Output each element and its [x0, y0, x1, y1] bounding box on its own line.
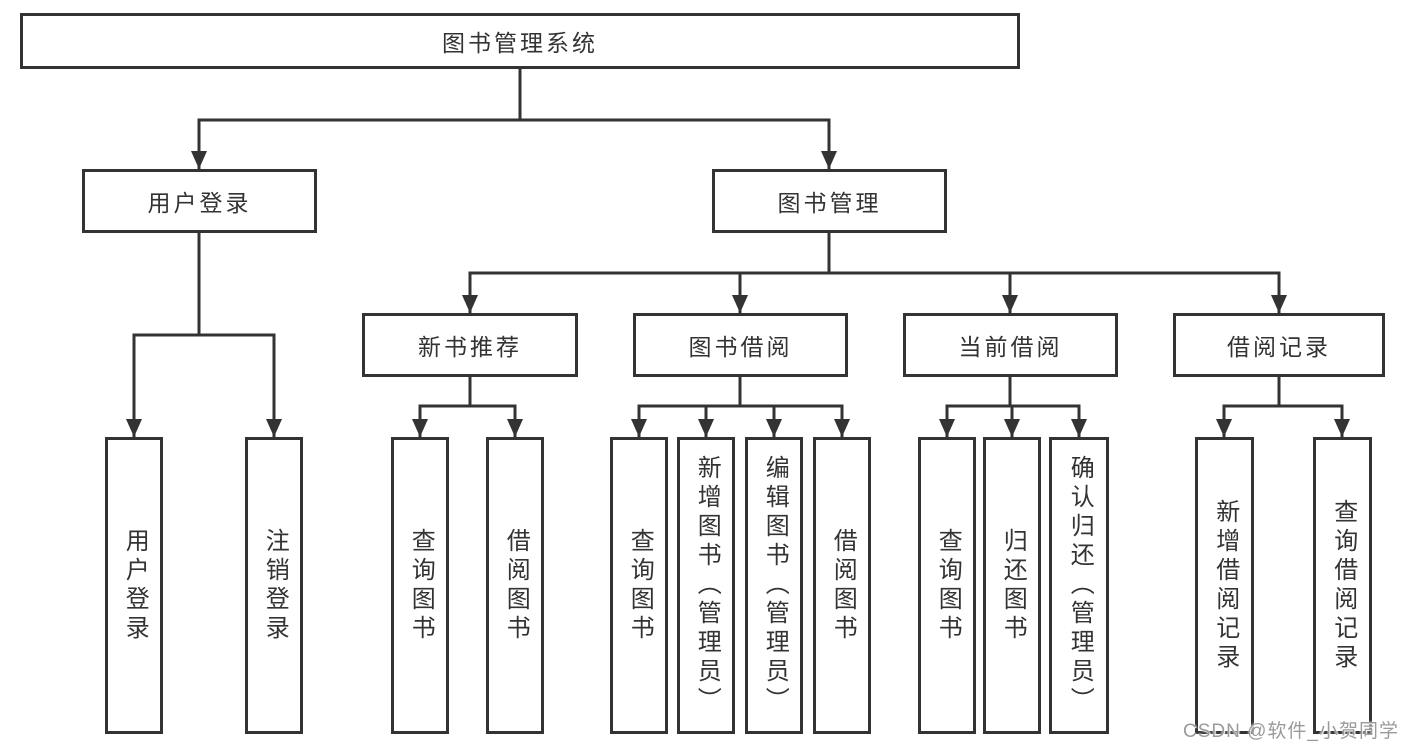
- node-borrow-records: 借阅记录: [1173, 313, 1385, 377]
- node-user-login: 用户登录: [82, 169, 317, 233]
- leaf-logout: 注销登录: [245, 437, 303, 734]
- connector-user-login-to-leaves: [126, 231, 282, 439]
- leaf-label: 编辑图书（管理员）: [761, 455, 789, 716]
- node-new-books: 新书推荐: [362, 313, 578, 377]
- csdn-watermark: CSDN @软件_小贺同学: [1183, 721, 1399, 742]
- leaf-label: 借阅图书: [829, 527, 857, 644]
- leaf-label: 借阅图书: [502, 527, 530, 644]
- leaf-add-borrow-record: 新增借阅记录: [1195, 437, 1254, 734]
- connector-new-books-to-leaves: [412, 375, 523, 439]
- node-book-borrow: 图书借阅: [633, 313, 848, 377]
- connector-line: [132, 231, 276, 337]
- leaf-label: 新增借阅记录: [1211, 498, 1239, 673]
- leaf-user-login: 用户登录: [105, 437, 163, 734]
- leaf-label: 查询图书: [934, 527, 962, 644]
- leaf-query-books-borrow: 查询图书: [610, 437, 668, 734]
- leaf-label: 确认归还（管理员）: [1066, 455, 1094, 716]
- leaf-return-books: 归还图书: [983, 437, 1041, 734]
- connector-line: [468, 231, 1281, 275]
- connector-borrow-records-to-leaves: [1216, 375, 1350, 439]
- connector-line: [197, 67, 831, 122]
- connector-root-to-level1: [191, 67, 837, 171]
- connector-line: [1222, 375, 1344, 408]
- leaf-label: 查询借阅记录: [1329, 498, 1357, 673]
- connector-line: [637, 375, 844, 408]
- connector-line: [418, 375, 517, 408]
- leaf-add-books-admin: 新增图书（管理员）: [677, 437, 735, 734]
- leaf-borrow-books: 借阅图书: [813, 437, 871, 734]
- leaf-logout-label: 注销登录: [261, 527, 289, 644]
- connector-book-mgmt-to-level2: [462, 231, 1287, 315]
- connector-line: [945, 375, 1081, 408]
- node-root-library-system: 图书管理系统: [20, 13, 1020, 69]
- connector-book-borrow-to-leaves: [631, 375, 850, 439]
- leaf-label: 归还图书: [999, 527, 1027, 644]
- node-current-borrow: 当前借阅: [903, 313, 1118, 377]
- leaf-query-books-recommend: 查询图书: [391, 437, 449, 734]
- leaf-label: 查询图书: [407, 527, 435, 644]
- leaf-label: 新增图书（管理员）: [693, 455, 721, 716]
- leaf-borrow-books-recommend: 借阅图书: [486, 437, 544, 734]
- leaf-user-login-label: 用户登录: [121, 527, 149, 644]
- leaf-query-borrow-record: 查询借阅记录: [1313, 437, 1372, 734]
- node-book-mgmt: 图书管理: [712, 169, 947, 233]
- leaf-edit-books-admin: 编辑图书（管理员）: [745, 437, 803, 734]
- leaf-confirm-return-admin: 确认归还（管理员）: [1049, 437, 1109, 734]
- leaf-query-books-current: 查询图书: [918, 437, 976, 734]
- connector-current-borrow-to-leaves: [939, 375, 1087, 439]
- leaf-label: 查询图书: [626, 527, 654, 644]
